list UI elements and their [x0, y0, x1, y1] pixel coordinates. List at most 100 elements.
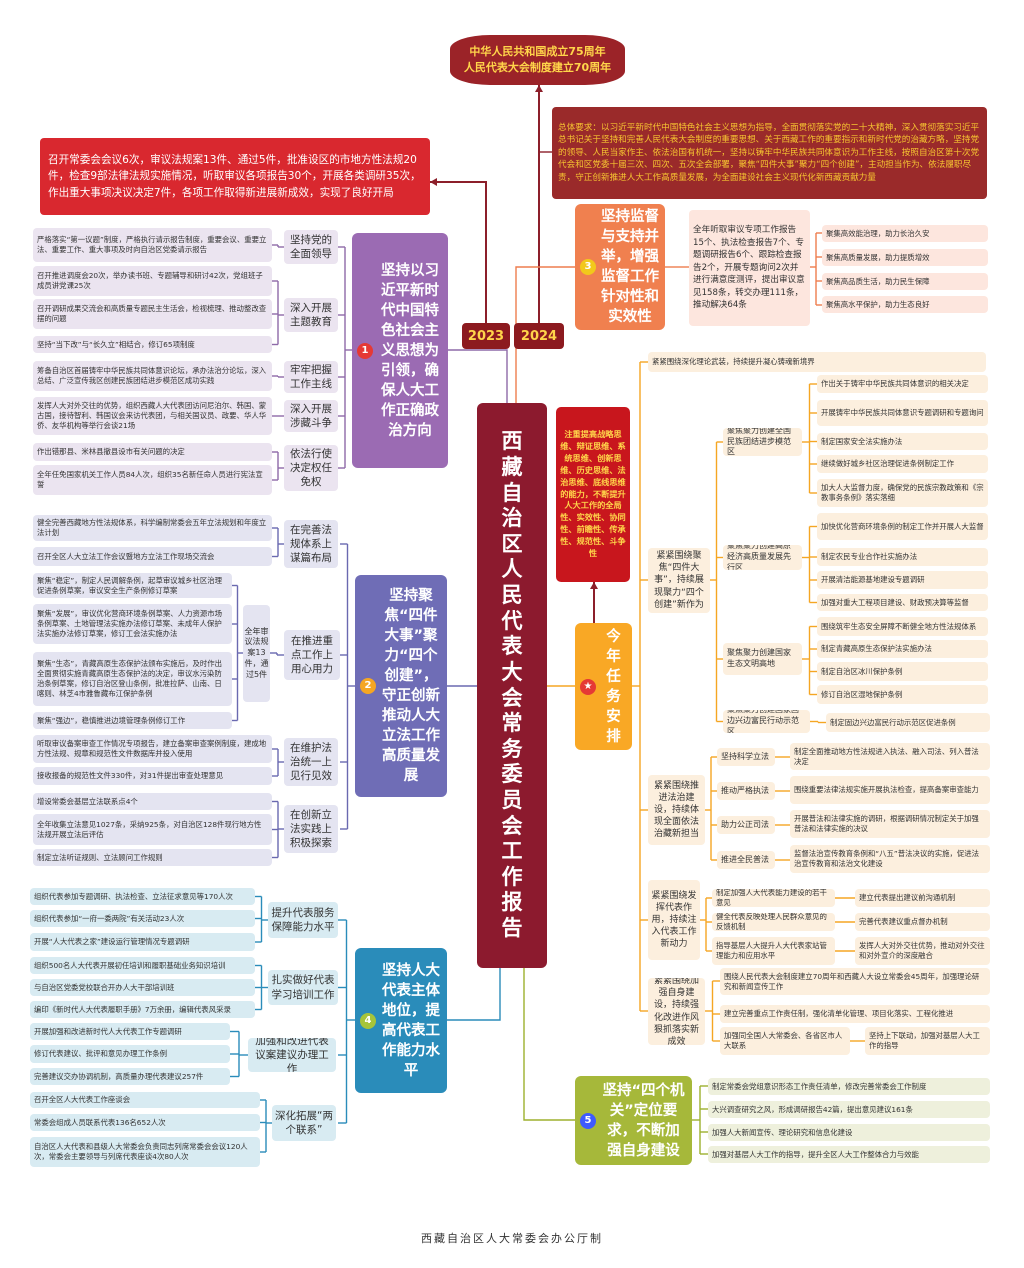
year-2023-label: 2023: [462, 323, 510, 349]
branch-title-text: 坚持以习近平新时代中国特色社会主义思想为引领，确保人大工作正确政治方向: [381, 262, 439, 439]
task-a-item: 修订自治区湿地保护条例: [817, 685, 988, 704]
overall-requirement: 总体要求：以习近平新时代中国特色社会主义思想为指导，全面贯彻落实党的二十大精神，…: [552, 107, 987, 199]
branch-4-item: 完善建议交办协调机制，高质量办理代表建议257件: [30, 1068, 230, 1085]
task-a-sub-label: 聚焦聚力创建国家固边兴边富民行动示范区: [723, 710, 810, 733]
branch-4-item: 编印《新时代人大代表履职手册》7万余册，编辑代表风采录: [30, 1001, 255, 1018]
branch-4-item: 修订代表建议、批评和意见办理工作条例: [30, 1045, 230, 1063]
branch-5-item: 加强人大新闻宣传、理论研究和信息化建设: [708, 1124, 990, 1141]
task-b-item: 开展普法和法律实施的调研，根据调研情况制定关于加强普法和法律实施的决议: [790, 810, 990, 838]
number-badge-icon: 3: [580, 259, 596, 275]
branch-2-item: 制定立法听证规则、立法顾问工作规则: [33, 849, 272, 866]
branch-4-item: 与自治区党委党校联合开办人大干部培训班: [30, 979, 255, 996]
task-group-c-label: 紧紧围绕发挥代表作用，持续注入代表工作新动力: [648, 880, 700, 960]
branch-2-group-label: 在维护法治统一上见行见效: [284, 738, 338, 786]
branch-2-item: 听取审议备案审查工作情况专项报告，建立备案审查案例制度，建成地方性法规、规章和规…: [33, 735, 272, 763]
task-a-item: 制定国家安全法实施办法: [817, 433, 988, 450]
task-a-item: 制定农民专业合作社实施办法: [817, 548, 988, 566]
task-group-d-label: 紧紧围绕加强自身建设，持续强化改进作风狠抓落实新成效: [648, 978, 705, 1045]
connector-branch-5: [523, 968, 575, 1121]
summary-2023: 召开常委会会议6次，审议法规案13件、通过5件，批准设区的市地方性法规20件，检…: [40, 138, 430, 215]
branch-1-group-label: 深入开展涉藏斗争: [284, 400, 338, 432]
branch-title-text: 坚持“四个机关”定位要求，不断加强自身建设: [602, 1082, 685, 1159]
branch-3-summary: 全年听取审议专项工作报告15个、执法检查报告7个、专题调研报告6个、跟踪检查报告…: [689, 210, 810, 326]
branch-3-item: 聚焦高水平保护，助力生态良好: [822, 296, 988, 313]
branch-2-item: 接收报备的规范性文件330件，对31件提出审查处理意见: [33, 767, 272, 785]
branch-2-item: 聚焦“强边”，稳慎推进边境管理条例修订工作: [33, 712, 232, 729]
branch-2-item: 增设常委会基层立法联系点4个: [33, 793, 272, 810]
task-c-sub-label: 制定加强人大代表能力建设的若干意见: [712, 889, 835, 907]
task-d-item: 加强同全国人大常委会、各省区市人大联系: [720, 1027, 850, 1055]
task-b-sub-label: 推进全民普法: [717, 851, 775, 869]
task-b-item: 围绕重要法律法规实施开展执法检查，提高备案审查能力: [790, 776, 990, 804]
branch-4-group-label: 深化拓展“两个联系”: [272, 1105, 336, 1141]
task-c-sub-label: 健全代表反映处理人民群众意见的反馈机制: [712, 913, 835, 931]
connector-branch-4: [447, 968, 501, 1021]
branch-4-item: 组织代表参加专题调研、执法检查、立法征求意见等170人次: [30, 888, 255, 905]
branch-1-party-leadership: 1 坚持以习近平新时代中国特色社会主义思想为引领，确保人大工作正确政治方向: [352, 233, 448, 468]
number-badge-icon: 2: [360, 678, 376, 694]
task-group-a-label: 紧紧围绕聚焦“四件大事”，持续展现聚力“四个创建”新作为: [648, 548, 710, 613]
branch-2-group-label: 在创新立法实践上积极探索: [284, 805, 338, 853]
branch-1-item: 召开调研成果交流会和高质量专题民主生活会，检视梳理、推动整改查摆的问题: [33, 299, 272, 329]
branch-2-item: 聚焦“稳定”，制定人民调解条例，起草审议城乡社区治理促进条例草案，审议安全生产条…: [33, 573, 232, 598]
branch-2-bill-count: 全年审议法规案13件，通过5件: [243, 605, 270, 702]
thinking-requirements: 注重提高战略思维、辩证思维、系统思维、创新思维、历史思维、法治思维、底线思维的能…: [556, 407, 630, 582]
branch-4-item: 组织代表参加“一府一委两院”有关活动23人次: [30, 910, 255, 927]
branch-1-group-label: 依法行使决定权任免权: [284, 445, 338, 491]
task-a-item: 加大人大监督力度，确保党的民族宗教政策和《宗教事务条例》落实落细: [817, 479, 988, 507]
branch-1-item: 全年任免国家机关工作人员84人次，组织35名新任命人员进行宪法宣誓: [33, 465, 272, 495]
number-badge-icon: 4: [360, 1012, 376, 1029]
branch-2-item: 全年收集立法意见1027条，采纳925条，对自治区128件现行地方性法规开展立法…: [33, 814, 272, 845]
task-d-item: 围绕人民代表大会制度建立70周年和西藏人大设立常委会45周年，加强理论研究和新闻…: [720, 968, 990, 995]
task-b-sub-label: 坚持科学立法: [717, 748, 775, 766]
footer-credit: 西藏自治区人大常委会办公厅制: [421, 1232, 603, 1245]
branch-2-group-label: 在完善法规体系上谋篇布局: [284, 520, 338, 568]
branch-5-item: 大兴调查研究之风，形成调研报告42篇，提出意见建议161条: [708, 1101, 990, 1118]
branch-1-item: 作出错那县、米林县撤县设市有关问题的决定: [33, 443, 272, 461]
branch-4-item: 自治区人大代表和县级人大常委会负责同志列席常委会会议120人次，常委会主要领导与…: [30, 1137, 260, 1167]
task-c-item: 完善代表建议重点督办机制: [855, 913, 990, 931]
branch-4-item: 召开全区人大代表工作座谈会: [30, 1092, 260, 1108]
task-c-item: 建立代表提出建议前沟通机制: [855, 889, 990, 907]
branch-2-item: 聚焦“生态”，青藏高原生态保护法颁布实施后，及时作出全面贯彻实施青藏高原生态保护…: [33, 652, 232, 706]
branch-1-group-label: 牢牢把握工作主线: [284, 361, 338, 393]
task-a-item: 开展清洁能源基地建设专题调研: [817, 571, 988, 589]
task-c-item: 发挥人大对外交往优势，推动对外交往和对外宣介的深度融合: [855, 937, 990, 965]
task-c-sub-label: 指导基层人大提升人大代表家站管理能力和应用水平: [712, 937, 835, 965]
branch-4-item: 组织500名人大代表开展初任培训和履职基础业务知识培训: [30, 957, 255, 974]
report-title: 西藏自治区人民代表大会常务委员会工作报告: [477, 403, 547, 968]
branch-1-item: 坚持“当下改”与“长久立”相结合，修订65项制度: [33, 336, 272, 353]
number-badge-icon: 1: [357, 342, 373, 359]
branch-4-group-label: 扎实做好代表学习培训工作: [268, 970, 338, 1005]
branch-3-item: 聚焦高品质生活，助力民生保障: [822, 273, 988, 290]
number-badge-icon: ★: [580, 678, 596, 695]
task-a-item: 加强对重大工程项目建设、财政预决算等监督: [817, 594, 988, 611]
branch-4-group-label: 加强和改进代表议案建议办理工作: [248, 1038, 336, 1072]
branch-1-item: 召开推进调度会20次，举办读书班、专题辅导和研讨42次，党组班子成员讲党课25次: [33, 266, 272, 296]
number-badge-icon: 5: [580, 1112, 596, 1129]
branch-4-group-label: 提升代表服务保障能力水平: [268, 902, 338, 938]
task-a-sub-label: 聚焦聚力创建高原经济高质量发展先行区: [723, 545, 802, 570]
branch-2-item: 健全完善西藏地方性法规体系，科学编制常委会五年立法规划和年度立法计划: [33, 515, 272, 541]
anniversary-line-2: 人民代表大会制度建立70周年: [463, 61, 612, 74]
branch-2-item: 召开全区人大立法工作会议暨地方立法工作现场交流会: [33, 547, 272, 566]
branch-title-text: 今年任务安排: [606, 628, 621, 745]
branch-5-item: 制定常委会党组意识形态工作责任清单，修改完善常委会工作制度: [708, 1078, 990, 1095]
branch-4-item: 开展“人大代表之家”建设运行管理情况专题调研: [30, 933, 255, 951]
branch-1-group-label: 深入开展主题教育: [284, 298, 338, 332]
task-a-item: 制定固边兴边富民行动示范区促进条例: [826, 713, 990, 732]
task-b-sub-label: 助力公正司法: [717, 816, 775, 834]
task-a-item: 制定青藏高原生态保护法实施办法: [817, 640, 988, 658]
task-b-item: 监督法治宣传教育条例和“八五”普法决议的实施，促进法治宣传教育和法治文化建设: [790, 845, 990, 873]
branch-4-item: 常委会组成人员联系代表136名652人次: [30, 1114, 260, 1131]
year-2024-label: 2024: [514, 323, 564, 349]
branch-4-item: 开展加强和改进新时代人大代表工作专题调研: [30, 1023, 230, 1040]
task-d-followup: 坚持上下联动，加强对基层人大工作的指导: [865, 1027, 990, 1055]
task-a-item: 开展铸牢中华民族共同体意识专题调研和专题询问: [817, 400, 988, 426]
arrowhead-icon: [590, 582, 598, 589]
branch-5-item: 加强对基层人大工作的指导，提升全区人大工作整体合力与效能: [708, 1146, 990, 1163]
